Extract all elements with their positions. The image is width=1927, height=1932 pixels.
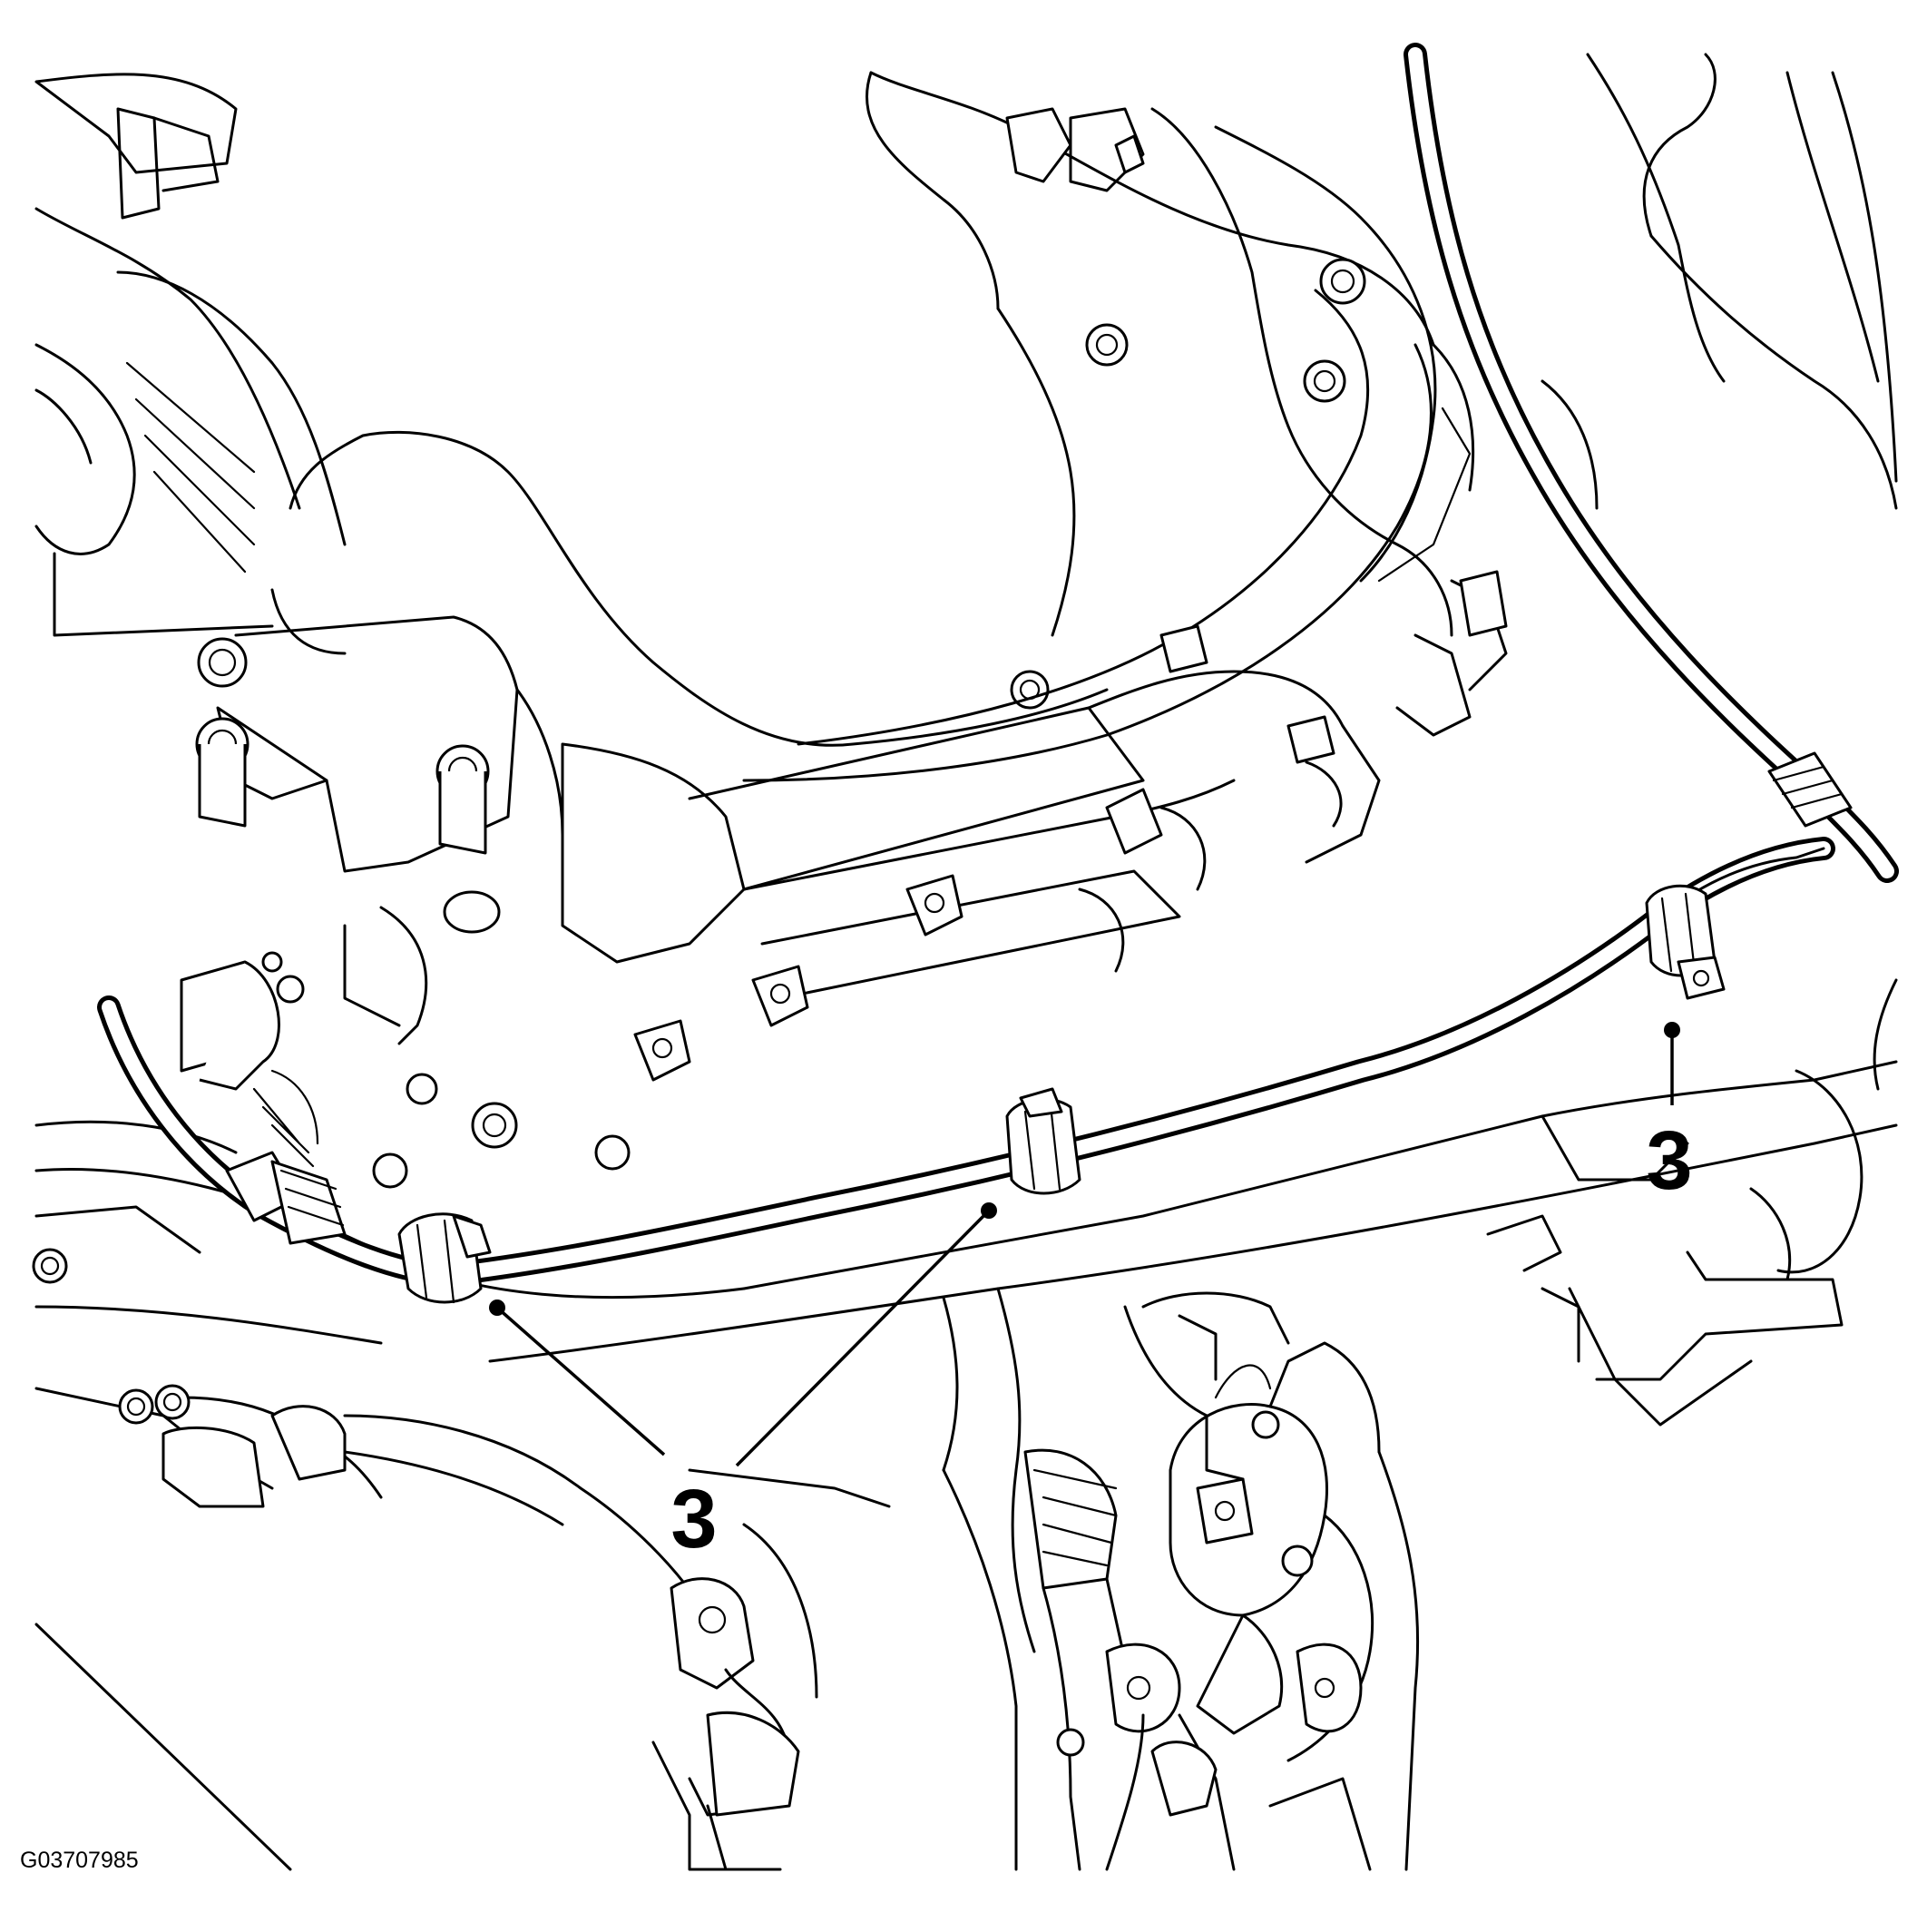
leader-line-left xyxy=(495,1306,666,1456)
lower-left-bolts xyxy=(32,1248,191,1425)
pan-bolts xyxy=(1010,258,1366,710)
pipe-fitting-left xyxy=(225,1151,347,1245)
leader-line-middle xyxy=(735,1209,991,1467)
pipe-clip-left xyxy=(397,1212,492,1304)
valve-body-bosses xyxy=(633,624,1335,1082)
callouts: 3 3 xyxy=(489,1022,1693,1565)
figure-id: G03707985 xyxy=(20,1848,139,1873)
pipe-clip-right xyxy=(1645,884,1726,1000)
pipe-clip-middle xyxy=(1005,1087,1081,1195)
bracket-bolts xyxy=(195,637,631,1189)
callout-label-lower: 3 xyxy=(670,1473,717,1565)
callout-label-right: 3 xyxy=(1646,1114,1692,1207)
transmission-cooler-pipe xyxy=(97,43,1899,1287)
